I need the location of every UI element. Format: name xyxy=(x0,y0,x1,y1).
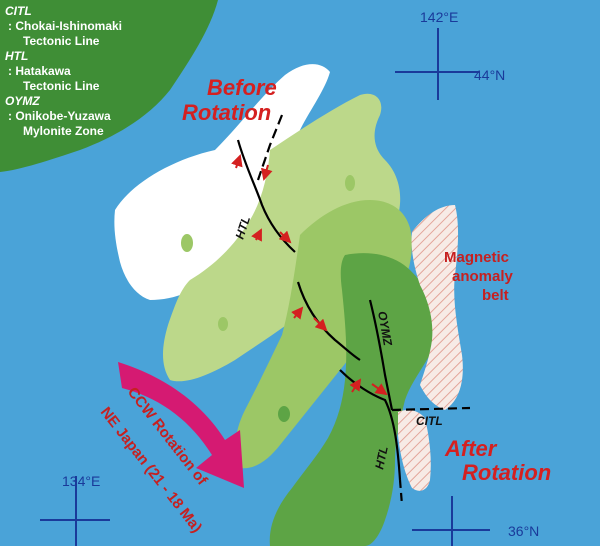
legend-desc-citl-2: Tectonic Line xyxy=(23,34,100,48)
land-before-rotation xyxy=(114,64,330,300)
coord-44n: 44°N xyxy=(474,67,505,83)
legend-abbr-htl: HTL xyxy=(5,49,28,63)
ccw-rotation-arrow xyxy=(118,362,244,488)
island xyxy=(181,234,193,252)
label-htl-bottom: HTL xyxy=(372,445,391,471)
legend-desc-citl-1: : Chokai-Ishinomaki xyxy=(8,19,122,33)
label-before-1: Before xyxy=(207,75,277,100)
coord-36n: 36°N xyxy=(508,523,539,539)
island xyxy=(278,406,290,422)
legend-desc-oymz-2: Mylonite Zone xyxy=(23,124,104,138)
label-oymz: OYMZ xyxy=(375,310,395,347)
label-citl: CITL xyxy=(416,414,443,428)
legend-desc-htl-2: Tectonic Line xyxy=(23,79,100,93)
label-before-2: Rotation xyxy=(182,100,271,125)
label-after-2: Rotation xyxy=(462,460,551,485)
label-htl-top: HTL xyxy=(233,214,254,241)
label-magnetic-3: belt xyxy=(482,287,509,304)
continent-landmass xyxy=(0,0,218,172)
shear-arrows xyxy=(231,154,388,396)
coord-134e: 134°E xyxy=(62,473,100,489)
land-after-rotation xyxy=(269,253,441,546)
label-magnetic-1: Magnetic xyxy=(444,249,509,266)
legend-abbr-oymz: OYMZ xyxy=(5,94,40,108)
island xyxy=(218,317,228,331)
legend-abbr-citl: CITL xyxy=(5,4,32,18)
coord-142e: 142°E xyxy=(420,9,458,25)
island xyxy=(345,175,355,191)
label-after-1: After xyxy=(444,436,498,461)
legend-desc-oymz-1: : Onikobe-Yuzawa xyxy=(8,109,111,123)
grid-crosses xyxy=(40,28,490,546)
magnetic-anomaly-belt-south xyxy=(398,410,431,491)
label-magnetic-2: anomaly xyxy=(452,268,514,285)
legend: CITL : Chokai-Ishinomaki Tectonic Line H… xyxy=(5,4,122,138)
legend-desc-htl-1: : Hatakawa xyxy=(8,64,71,78)
magnetic-anomaly-belt xyxy=(411,205,463,410)
